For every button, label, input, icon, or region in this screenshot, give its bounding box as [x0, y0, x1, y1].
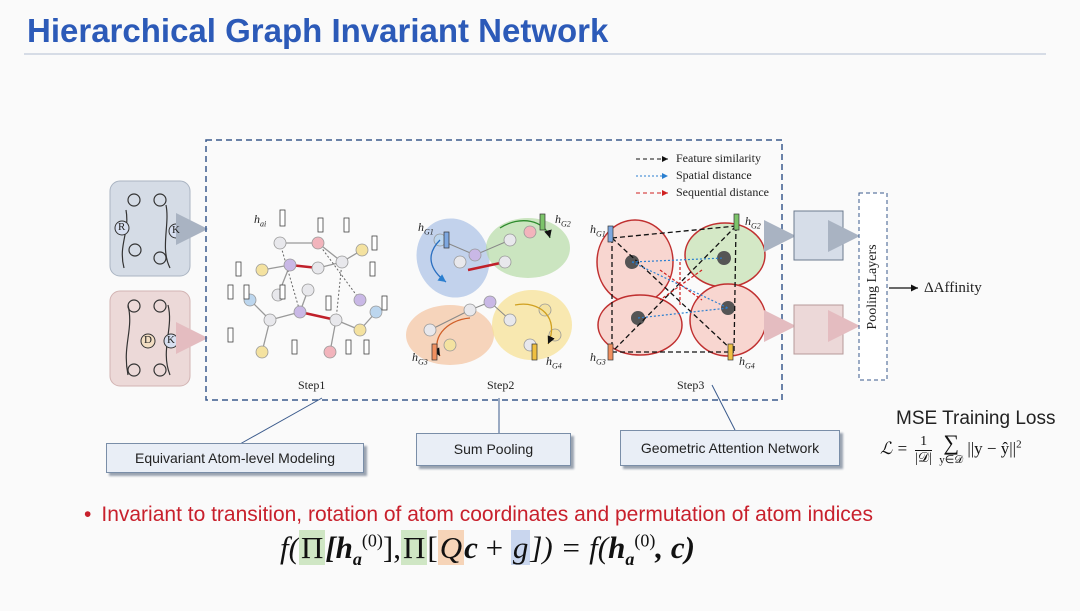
title-divider: [24, 53, 1046, 55]
invariance-bullet: •Invariant to transition, rotation of at…: [84, 503, 873, 526]
callout-geometric-attention: Geometric Attention Network: [620, 430, 840, 466]
legend-feature-similarity: Feature similarity: [676, 151, 761, 165]
step1-caption: Step1: [298, 378, 326, 392]
label-h-g4-step3: hG4: [739, 354, 755, 371]
label-h-g2-step3: hG2: [745, 214, 761, 231]
label-h-g1-step3: hG1: [590, 222, 606, 239]
legend-spatial-distance: Spatial distance: [676, 168, 752, 182]
pooling-layers-label: Pooling Layers: [865, 244, 880, 330]
residue-r: [114, 220, 130, 236]
label-h-g2-step2: hG2: [555, 212, 571, 229]
legend-sequential-distance: Sequential distance: [676, 185, 769, 199]
protein-chain-top: [121, 193, 171, 269]
mse-loss-formula: ℒ = 1 |𝒟| ∑ y∈𝒟 ||y − ŷ||2: [880, 430, 1022, 467]
mse-loss-title: MSE Training Loss: [896, 408, 1056, 429]
label-h-g1-step2: hG1: [418, 220, 434, 237]
label-h-g3-step2: hG3: [412, 350, 428, 367]
invariance-formula: f(Π[ha(0)],Π[Qc + g]) = f(ha(0), c): [280, 530, 695, 570]
callout-equivariant-atom-modeling: Equivariant Atom-level Modeling: [106, 443, 364, 473]
callout-sum-pooling: Sum Pooling: [416, 433, 571, 466]
residue-k2-label: K: [167, 334, 175, 346]
page-title: Hierarchical Graph Invariant Network: [27, 12, 609, 49]
label-h-g3-step3: hG3: [590, 350, 606, 367]
pooling-frame: [858, 192, 888, 381]
label-h-g4-step2: hG4: [546, 354, 562, 371]
residue-k-label: K: [172, 224, 180, 236]
main-frame: [205, 139, 783, 401]
callout-line-step3: [711, 384, 736, 431]
residue-d-label: D: [144, 334, 152, 346]
residue-r-label: R: [118, 221, 126, 233]
callout-line-step1: [239, 397, 323, 445]
embedding-box-bottom: [793, 304, 844, 355]
label-h-ai: hai: [254, 212, 267, 229]
step2-graph: [406, 213, 572, 365]
step2-caption: Step2: [487, 378, 515, 392]
embedding-box-top: [793, 210, 844, 261]
residue-d: [140, 333, 156, 349]
delta-affinity-label: ΔAffinity: [924, 280, 982, 296]
step3-caption: Step3: [677, 378, 705, 392]
step1-graph: [227, 209, 388, 359]
step3-graph: [596, 213, 767, 361]
